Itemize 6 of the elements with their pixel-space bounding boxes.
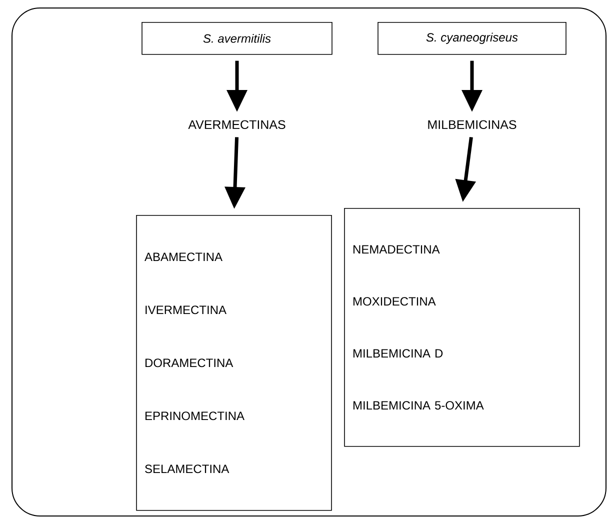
group-label: AVERMECTINAS <box>188 120 286 130</box>
group-label: MILBEMICINAS <box>428 120 516 130</box>
compound-list-box: ABAMECTINA IVERMECTINA DORAMECTINA EPRINOMECTINA SELAMECTINA <box>136 214 332 511</box>
organism-box: S. cyaneogriseus <box>378 22 566 55</box>
organism-box: S. avermitilis <box>142 22 332 55</box>
compound-list-box: NEMADECTINA MOXIDECTINA MILBEMICINA D MILBEMICINA 5-OXIMA <box>344 208 580 447</box>
